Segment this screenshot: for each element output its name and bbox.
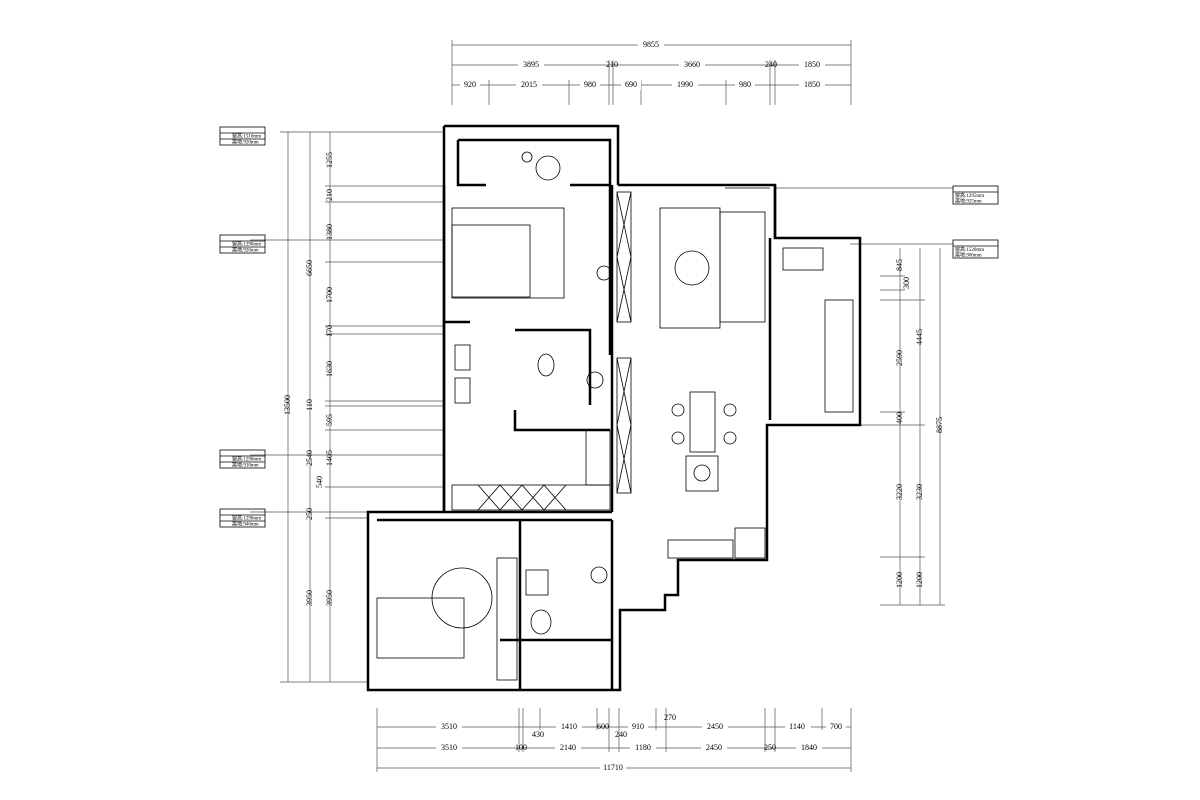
left-dimensions: 1255 210 1380 1700 170 1630 110 595 1405… [250,131,444,683]
dim-label: 2540 [305,450,314,466]
dim-label: 6650 [305,260,314,276]
window-tags: 窗高:1510mm 离地:920mm 窗高:1290mm 离地:920mm 窗高… [219,126,999,528]
window-height: 窗高:1520mm [955,246,984,253]
top-dimensions: 9855 3895 210 3660 240 1850 920 2015 980… [451,40,852,105]
dim-label: 3950 [325,590,334,606]
dim-label: 980 [739,80,751,89]
window-height: 窗高:1295mm [955,192,984,199]
dim-label: 4445 [915,329,924,345]
window-tag: 窗高:1290mm 离地:940mm [219,508,266,528]
washing-machine [586,371,604,389]
dim-label: 845 [895,259,904,271]
dining-table [689,391,716,453]
dim-label: 8875 [935,417,944,433]
dim-label: 600 [597,722,609,731]
dim-label: 3510 [441,722,457,731]
bottom-dimensions: 3510 430 1410 600 240 910 270 2450 1140 … [376,708,852,773]
window-tag: 窗高:1520mm 离地:900mm [952,239,999,259]
window-height: 窗高:1290mm [232,515,261,522]
dim-label: 1850 [804,60,820,69]
window-sill: 离地:900mm [955,252,982,259]
dim-label: 13500 [283,395,292,415]
wardrobe [616,191,632,323]
dim-label: 3895 [523,60,539,69]
dim-label: 1700 [325,287,334,303]
master-bed [451,207,565,299]
rug [659,207,721,329]
walls [366,124,862,692]
second-bed [376,597,465,659]
dim-label: 250 [305,508,314,520]
furniture [376,151,854,681]
dim-label: 1255 [325,152,334,168]
toilet [530,609,552,635]
dim-label: 3950 [305,590,314,606]
dim-label: 3510 [441,743,457,752]
window-sill: 离地:940mm [232,521,259,528]
dim-label: 2450 [706,743,722,752]
dim-label: 240 [765,60,777,69]
window-sill: 离地:920mm [232,139,259,146]
dim-label: 1410 [561,722,577,731]
window-tag: 窗高:1295mm 离地:925mm [952,185,999,205]
toilet [537,353,555,377]
armchair [535,155,561,181]
dim-label: 210 [325,189,334,201]
dim-label: 1180 [635,743,651,752]
dim-label: 430 [532,730,544,739]
dim-label: 2140 [560,743,576,752]
dim-label: 2590 [895,350,904,366]
dim-label: 1850 [804,80,820,89]
dim-label: 1200 [895,572,904,588]
dim-label: 2450 [707,722,723,731]
dim-label: 170 [325,325,334,337]
dim-label: 300 [902,277,911,289]
dim-label: 1380 [325,224,334,240]
dim-label: 110 [305,399,314,411]
window-height: 窗高:1290mm [232,241,261,248]
dim-label: 240 [615,730,627,739]
dim-label: 2015 [521,80,537,89]
dim-label: 1840 [801,743,817,752]
window-sill: 离地:910mm [232,462,259,469]
right-dimensions: 845 300 2590 400 3220 1200 4445 3230 120… [775,187,953,606]
dim-label: 690 [625,80,637,89]
window-tag: 窗高:1290mm 离地:920mm [219,234,266,254]
dim-label: 540 [315,476,324,488]
window-sill: 离地:920mm [232,247,259,254]
sofa [719,211,766,323]
dim-label: 700 [830,722,842,731]
window-height: 窗高:1510mm [232,133,261,140]
dim-label: 9855 [643,40,659,49]
window-tag: 窗高:1510mm 离地:920mm [219,126,266,146]
dim-label: 3230 [915,484,924,500]
washing-machine [590,566,608,584]
dim-label: 595 [325,414,334,426]
dim-label: 400 [895,412,904,424]
dim-label: 910 [632,722,644,731]
wardrobe [496,557,518,681]
dim-label: 1405 [325,450,334,466]
round-rug [431,567,493,629]
dim-label: 100 [515,743,527,752]
dim-label: 3220 [895,484,904,500]
dim-label: 1630 [325,361,334,377]
dim-label: 1200 [915,572,924,588]
wardrobe [616,357,632,494]
dim-label: 980 [584,80,596,89]
dim-label: 920 [464,80,476,89]
coffee-table [674,250,710,286]
dim-label: 11710 [603,763,623,772]
dim-label: 3660 [684,60,700,69]
dim-label: 1140 [789,722,805,731]
dim-label: 270 [664,713,676,722]
dim-label: 210 [606,60,618,69]
window-sill: 离地:925mm [955,198,982,205]
window-tag: 窗高:1290mm 离地:910mm [219,449,266,469]
cabinet [451,484,611,511]
dim-label: 250 [764,743,776,752]
kitchen-counter [824,299,854,413]
dim-label: 1990 [677,80,693,89]
window-height: 窗高:1290mm [232,456,261,463]
